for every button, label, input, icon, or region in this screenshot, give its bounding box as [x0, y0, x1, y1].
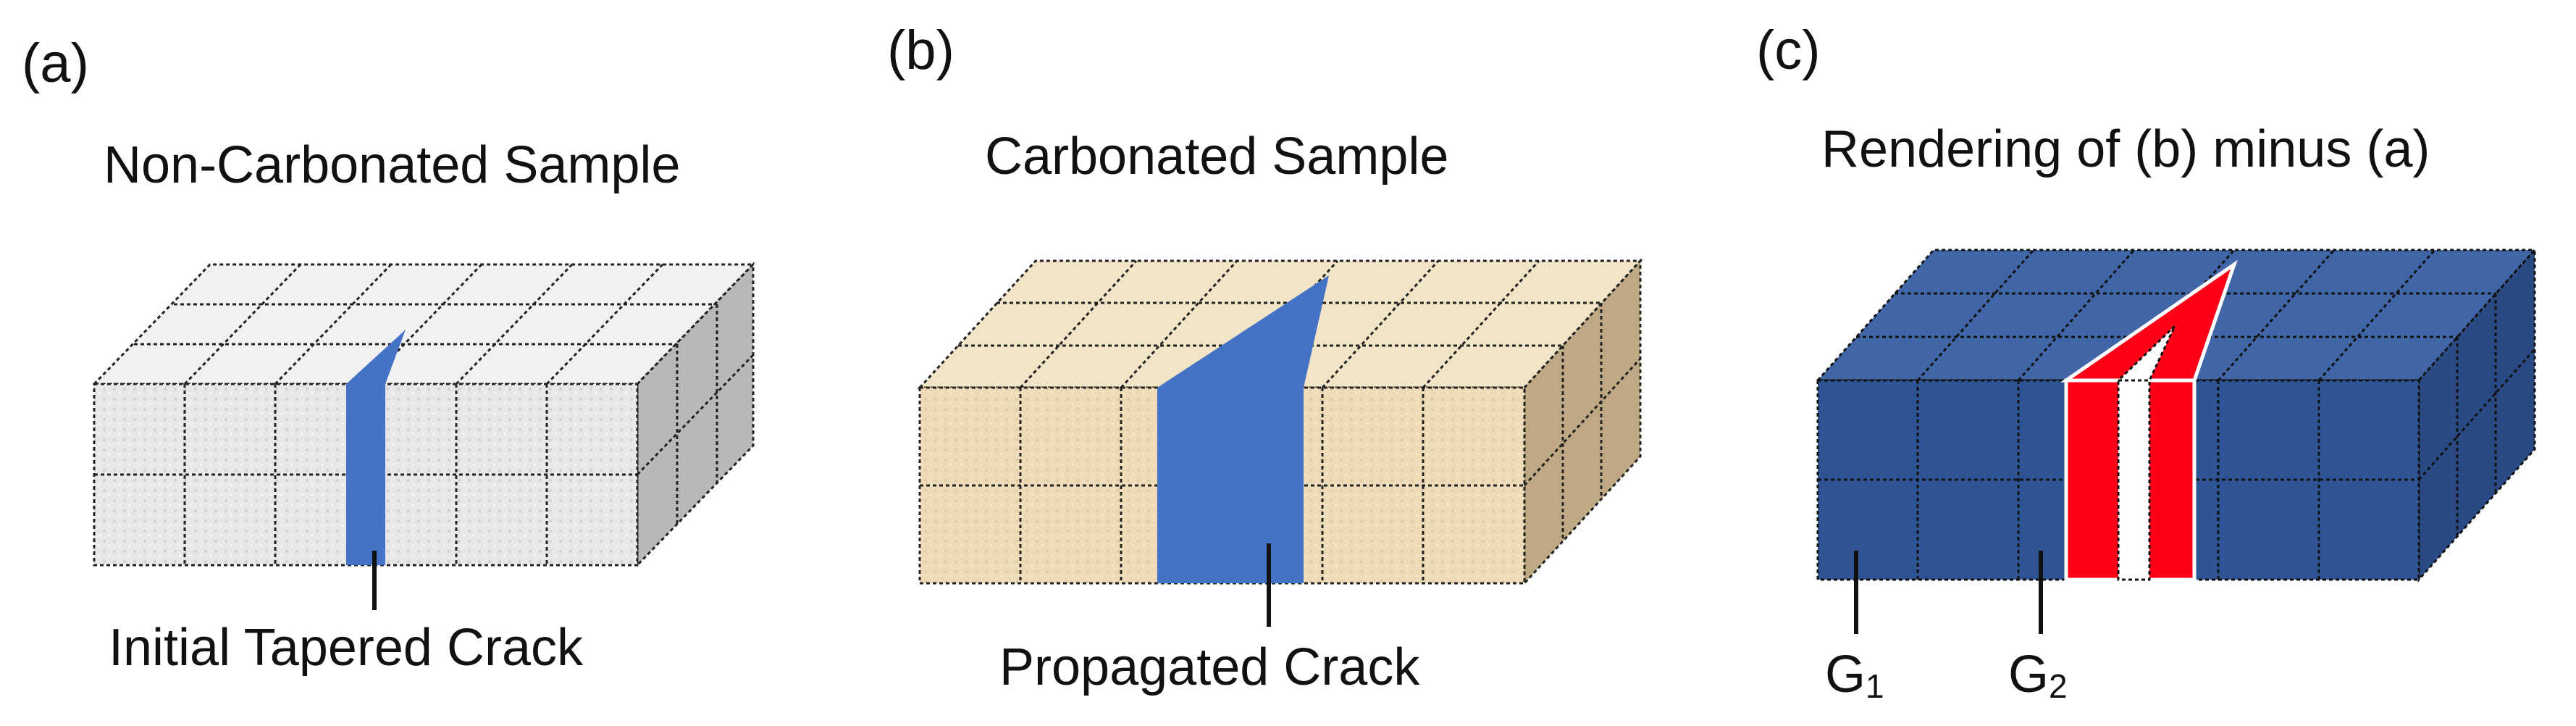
panel-a-letter: (a)	[22, 33, 89, 94]
panel-c-letter: (c)	[1756, 20, 1821, 81]
propagated-crack-label: Propagated Crack	[999, 638, 1420, 696]
sample-a-top-face	[91, 263, 756, 385]
g1-main: G	[1825, 646, 1866, 704]
initial-crack-top	[346, 330, 406, 384]
g2-main: G	[2008, 646, 2050, 704]
sample-c-block	[1815, 247, 2538, 634]
g2-label: G2	[2008, 648, 2068, 703]
initial-crack-label: Initial Tapered Crack	[109, 619, 583, 677]
propagated-crack	[1157, 388, 1304, 583]
initial-crack-outline-top	[2115, 325, 2176, 382]
panel-b-letter: (b)	[887, 20, 955, 81]
g1-label: G1	[1825, 648, 1884, 703]
panel-a-title: Non-Carbonated Sample	[104, 136, 681, 194]
sample-a-block	[91, 262, 756, 610]
propagated-crack-top	[1157, 275, 1329, 388]
g2-subscript: 2	[2049, 667, 2068, 705]
g1-subscript: 1	[1866, 667, 1884, 705]
initial-crack-outline	[2117, 379, 2151, 581]
panel-b-title: Carbonated Sample	[985, 128, 1449, 185]
sample-b-block	[917, 258, 1643, 627]
panel-c-title: Rendering of (b) minus (a)	[1821, 120, 2430, 178]
initial-crack	[346, 384, 385, 565]
